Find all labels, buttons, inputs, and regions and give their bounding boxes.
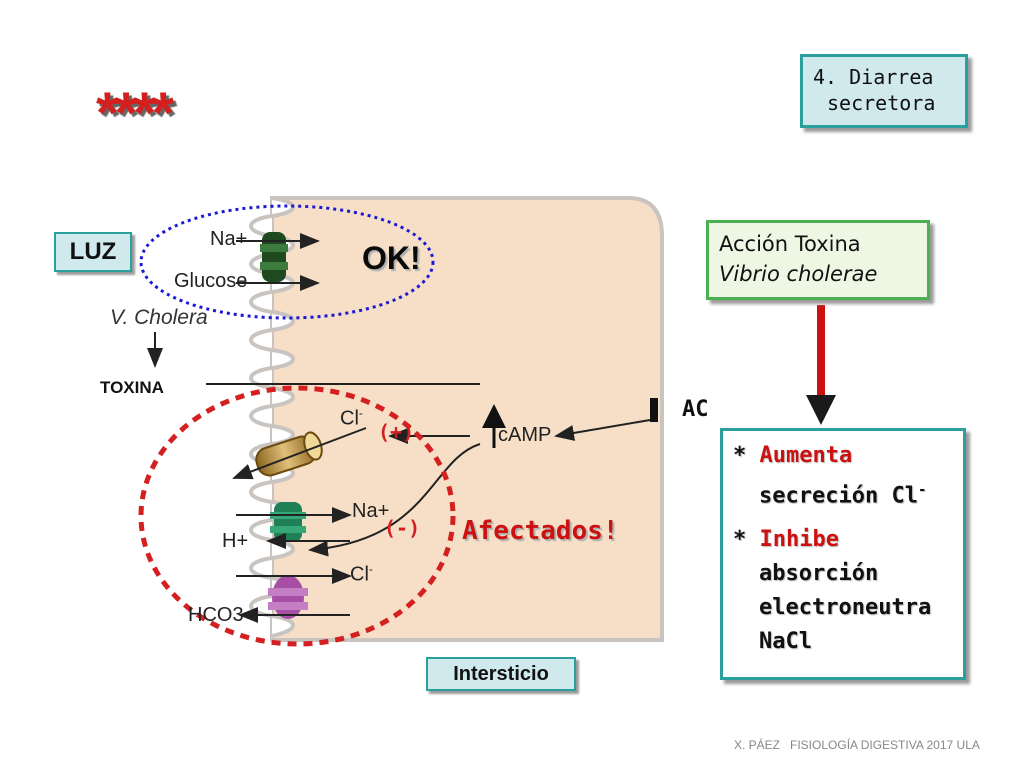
effect-1-rest: secreción Cl- — [759, 482, 927, 509]
label-cl-top: Cl- — [340, 406, 363, 430]
plus-label: (+) — [378, 420, 415, 444]
effect-2-line-3: electroneutra — [759, 595, 932, 621]
effects-box: * Aumenta secreción Cl- * Inhibe absorci… — [720, 428, 966, 680]
toxin-box: Acción Toxina Vibrio cholerae — [706, 220, 930, 300]
cell-body — [270, 196, 664, 642]
label-hco3: HCO3 — [188, 604, 244, 626]
toxin-line-2: Vibrio cholerae — [719, 262, 878, 286]
topic-line-2: secretora — [827, 91, 936, 115]
affected-label: Afectados! — [462, 516, 619, 546]
label-na-mid: Na+ — [352, 500, 390, 522]
ok-region-ellipse — [139, 204, 435, 320]
lumen-label: LUZ — [54, 232, 132, 272]
label-cl-bottom: Cl- — [350, 562, 373, 586]
toxin-effect-arrow-head — [806, 395, 836, 425]
label-na-top: Na+ — [210, 228, 248, 250]
ac-camp-arrow — [554, 419, 651, 441]
anion-exchanger — [268, 575, 308, 619]
sglt-transporter — [260, 232, 288, 282]
footer: X. PÁEZ FISIOLOGÍA DIGESTIVA 2017 ULA — [734, 738, 980, 752]
effect-2-line-4: NaCl — [759, 629, 812, 655]
effect-1: * Aumenta — [733, 439, 963, 473]
ac-label: AC — [682, 397, 709, 422]
affected-region-ellipse — [138, 385, 456, 647]
effect-2: * Inhibe — [733, 523, 963, 557]
cl-secretion-arrow — [232, 427, 367, 480]
effect-1-sup: - — [917, 482, 927, 498]
nhe-exchanger — [270, 502, 306, 542]
effect-1-highlight: Aumenta — [759, 443, 853, 468]
label-h: H+ — [222, 530, 249, 552]
label-toxina: TOXINA — [100, 378, 164, 397]
minus-label: (-) — [384, 516, 421, 540]
bullet-1: * — [733, 443, 747, 468]
title-stars: **** — [96, 81, 174, 146]
ok-label: OK! — [362, 240, 421, 276]
effect-2-highlight: Inhibe — [759, 527, 839, 553]
label-v-cholera: V. Cholera — [110, 306, 208, 329]
toxin-line-1: Acción Toxina — [719, 232, 861, 256]
topic-box: 4. Diarrea secretora — [800, 54, 968, 128]
interstitium-label: Intersticio — [426, 657, 576, 691]
label-glucose: Glucose — [174, 270, 248, 292]
ac-receptor — [650, 398, 658, 422]
effects-spacer — [733, 513, 963, 523]
camp-minus-curve — [308, 443, 481, 557]
label-camp: cAMP — [498, 424, 552, 446]
effect-2-line-2: absorción — [759, 561, 879, 587]
topic-line-1: 4. Diarrea — [813, 65, 934, 89]
bullet-2: * — [733, 527, 747, 553]
